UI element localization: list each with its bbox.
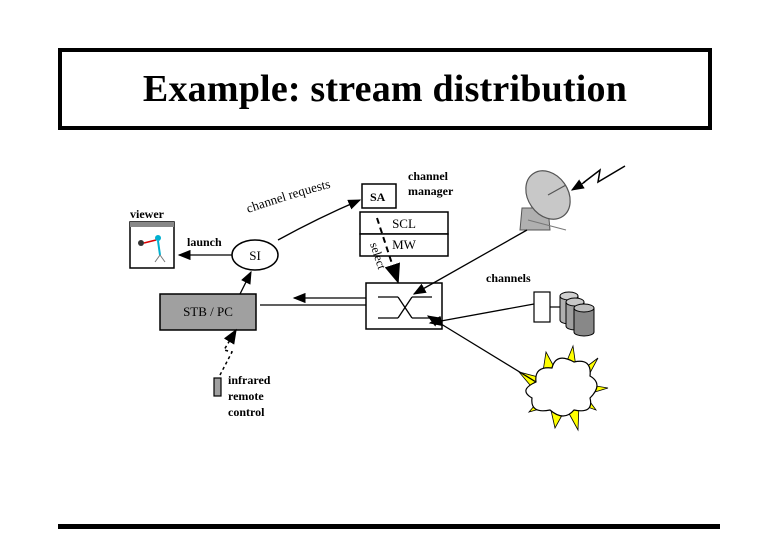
satellite-dish-icon: [519, 170, 571, 231]
channel-manager-line-1: channel: [408, 169, 449, 183]
channels-label: channels: [486, 271, 531, 285]
channel-manager-label: channel manager: [408, 169, 454, 198]
viewer-monitor-icon: [129, 221, 175, 269]
mw-box: [359, 233, 449, 257]
slide-title: Example: stream distribution: [142, 68, 628, 110]
cloud-to-switch-arrow: [426, 315, 537, 383]
channel-requests-arrow: [277, 199, 362, 241]
launch-label: launch: [187, 235, 222, 249]
infrared-remote-control-label: infrared remote control: [228, 373, 273, 419]
dish-to-switch-arrow: [412, 229, 528, 295]
scl-label: SCL: [392, 216, 416, 231]
channel-storage-icon: [533, 291, 595, 337]
broadcast-cloud-icon: [517, 344, 609, 432]
si-label: SI: [249, 248, 261, 263]
viewer-label: viewer: [130, 207, 165, 221]
infrared-label-line-3: control: [228, 405, 265, 419]
mw-label: MW: [392, 237, 417, 252]
sa-label: SA: [370, 190, 386, 204]
stb-pc-box: [159, 293, 257, 331]
infrared-label-line-1: infrared: [228, 373, 271, 387]
stb-pc-label: STB / PC: [183, 304, 233, 319]
switch-box: [365, 282, 443, 330]
bottom-rule: [58, 524, 720, 529]
storage-to-switch-arrow: [428, 303, 535, 327]
title-box: Example: stream distribution: [58, 48, 712, 130]
channel-manager-line-2: manager: [408, 184, 454, 198]
lightning-arrow: [570, 179, 586, 191]
infrared-label-line-2: remote: [228, 389, 264, 403]
stb-to-si-arrow: [239, 270, 252, 295]
sa-box: [361, 183, 397, 209]
infrared-signal-arrow: [219, 328, 237, 376]
remote-control-icon: [213, 377, 222, 397]
select-arrow: [376, 217, 400, 284]
lightning-signal-icon: [582, 165, 626, 184]
channel-requests-label: channel requests: [244, 176, 332, 216]
